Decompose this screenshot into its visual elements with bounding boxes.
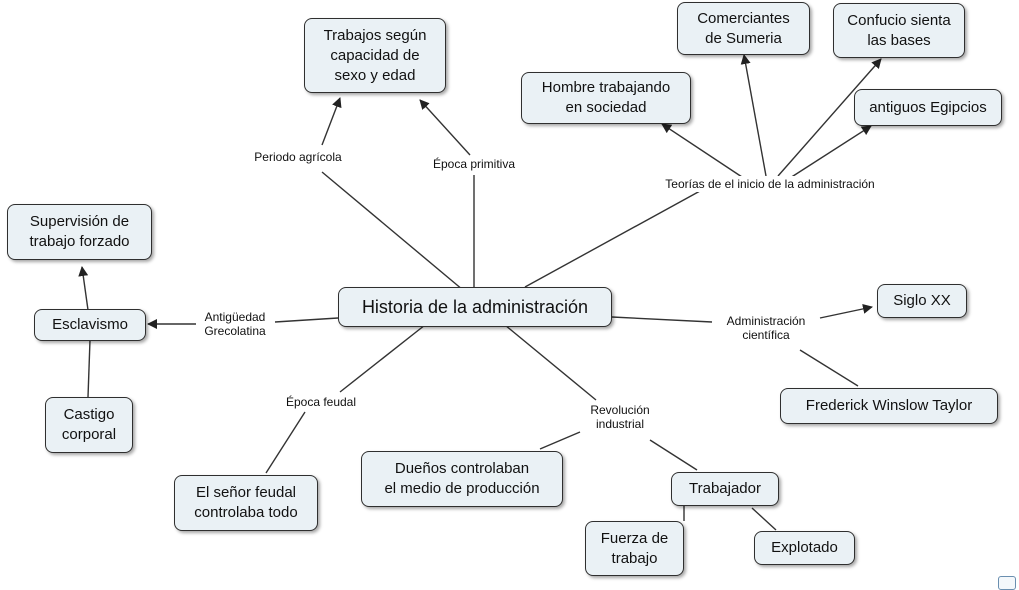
connector-arrow — [777, 58, 882, 177]
connector-arrow — [321, 97, 342, 146]
node-egipcios[interactable]: antiguos Egipcios — [854, 89, 1002, 126]
node-trabajos[interactable]: Trabajos según capacidad de sexo y edad — [304, 18, 446, 93]
link-label-epoca-feudal: Época feudal — [283, 394, 359, 410]
connector-arrow — [661, 123, 743, 178]
node-frederick[interactable]: Frederick Winslow Taylor — [780, 388, 998, 424]
connector-arrow — [419, 99, 471, 156]
connector-line — [751, 507, 777, 531]
connector-line — [611, 316, 713, 323]
connector-arrow — [819, 303, 873, 319]
connector-arrow — [78, 266, 89, 311]
node-fuerza[interactable]: Fuerza de trabajo — [585, 521, 684, 576]
node-supervision[interactable]: Supervisión de trabajo forzado — [7, 204, 152, 260]
connector-line — [539, 431, 581, 450]
node-esclavismo[interactable]: Esclavismo — [34, 309, 146, 341]
connector-line — [87, 339, 91, 398]
node-explotado[interactable]: Explotado — [754, 531, 855, 565]
link-label-epoca-primitiva: Época primitiva — [430, 156, 518, 172]
node-confucio[interactable]: Confucio sienta las bases — [833, 3, 965, 58]
root-node[interactable]: Historia de la administración — [338, 287, 612, 327]
link-label-antiguedad: Antigüedad Grecolatina — [202, 309, 268, 339]
connector-line — [504, 324, 597, 401]
connector-line — [274, 317, 339, 323]
connector-arrow — [789, 125, 872, 179]
connector-line — [265, 411, 306, 474]
node-trabajador[interactable]: Trabajador — [671, 472, 779, 506]
connector-line — [649, 439, 698, 471]
connector-line — [339, 324, 426, 393]
connector-line — [799, 349, 859, 387]
link-label-teorias: Teorías de el inicio de la administració… — [663, 176, 877, 192]
connector-arrow — [740, 54, 767, 177]
node-duenos[interactable]: Dueños controlaban el medio de producció… — [361, 451, 563, 507]
node-senor[interactable]: El señor feudal controlaba todo — [174, 475, 318, 531]
link-label-cientifica: Administración científica — [724, 313, 808, 343]
link-label-revolucion: Revolución industrial — [588, 402, 652, 432]
connector-line — [524, 190, 701, 288]
corner-button[interactable] — [998, 576, 1016, 590]
connector-line — [321, 171, 464, 291]
link-label-periodo-agricola: Periodo agrícola — [252, 149, 344, 165]
node-comerciantes[interactable]: Comerciantes de Sumeria — [677, 2, 810, 55]
node-siglo[interactable]: Siglo XX — [877, 284, 967, 318]
node-castigo[interactable]: Castigo corporal — [45, 397, 133, 453]
node-hombre[interactable]: Hombre trabajando en sociedad — [521, 72, 691, 124]
